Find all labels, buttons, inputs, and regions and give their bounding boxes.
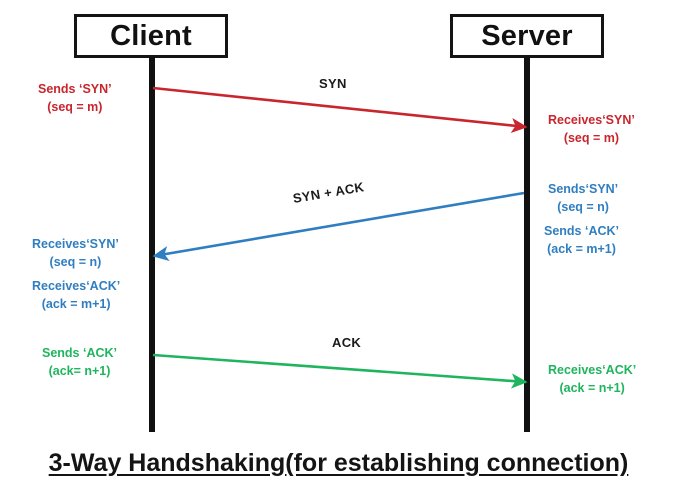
- client-node-box: Client: [74, 14, 228, 58]
- note-client-sends-syn: Sends ‘SYN’ (seq = m): [38, 80, 112, 116]
- note-server-receives-ack: Receives‘ACK’ (ack = n+1): [548, 361, 636, 397]
- note-server-sends-syn: Sends‘SYN’ (seq = n): [548, 180, 618, 216]
- note-client-receives-ack: Receives‘ACK’ (ack = m+1): [32, 277, 120, 313]
- note-line-1: Receives‘ACK’: [32, 279, 121, 293]
- note-client-receives-syn: Receives‘SYN’ (seq = n): [32, 235, 119, 271]
- note-line-2: (ack = n+1): [559, 381, 625, 396]
- note-line-1: Sends ‘ACK’: [42, 346, 118, 360]
- server-node-label: Server: [481, 19, 573, 52]
- note-line-2: (seq = m): [563, 131, 620, 146]
- diagram-caption: 3-Way Handshaking(for establishing conne…: [48, 449, 629, 477]
- server-lifeline: [524, 57, 530, 432]
- note-line-2: (ack = m+1): [41, 297, 111, 312]
- note-server-receives-syn: Receives‘SYN’ (seq = m): [548, 111, 635, 147]
- ack-arrow: [152, 353, 528, 389]
- note-line-1: Sends ‘SYN’: [38, 82, 112, 96]
- server-node-box: Server: [450, 14, 604, 58]
- note-line-1: Receives‘ACK’: [548, 363, 637, 377]
- note-server-sends-ack: Sends ‘ACK’ (ack = m+1): [544, 222, 619, 258]
- note-line-2: (seq = n): [557, 200, 609, 215]
- syn-ack-arrow-label: SYN + ACK: [291, 179, 366, 206]
- note-line-1: Receives‘SYN’: [32, 237, 119, 251]
- note-line-2: (seq = m): [47, 100, 103, 115]
- note-line-1: Sends ‘ACK’: [544, 224, 620, 238]
- syn-arrow-label: SYN: [319, 76, 347, 91]
- note-line-2: (seq = n): [49, 255, 102, 270]
- note-line-2: (ack = m+1): [547, 242, 616, 257]
- client-lifeline: [149, 57, 155, 432]
- ack-arrow-label: ACK: [332, 335, 362, 350]
- syn-ack-arrow: [152, 191, 525, 261]
- syn-arrow: [152, 86, 528, 133]
- client-node-label: Client: [110, 19, 192, 52]
- note-line-1: Receives‘SYN’: [548, 113, 635, 127]
- note-client-sends-ack: Sends ‘ACK’ (ack= n+1): [42, 344, 117, 380]
- note-line-1: Sends‘SYN’: [548, 182, 619, 196]
- note-line-2: (ack= n+1): [48, 364, 111, 379]
